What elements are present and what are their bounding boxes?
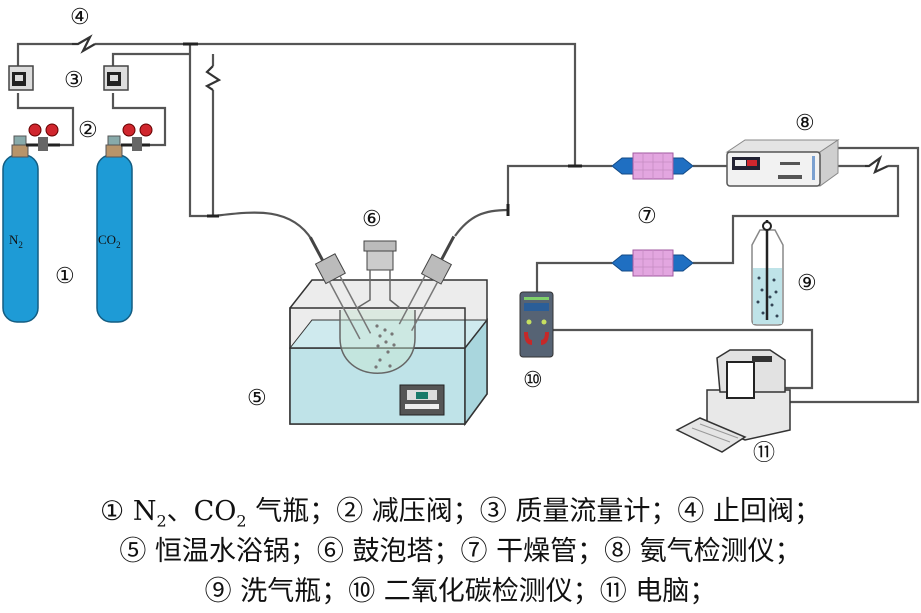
- label-7: ⑦: [637, 204, 657, 229]
- legend-item-2: ② 减压阀；: [336, 496, 480, 527]
- pipe-outlet-up: [506, 164, 612, 210]
- pipe-analyzer-pc: [790, 146, 920, 404]
- gas-lines: [16, 42, 920, 404]
- co2-label: CO2: [98, 232, 121, 250]
- check-valve-icon: [72, 34, 889, 175]
- legend-item-6: ⑥ 鼓泡塔；: [316, 536, 461, 567]
- caption-line-1: ① N2、CO2 气瓶；② 减压阀；③ 质量流量计；④ 止回阀；: [0, 492, 921, 541]
- legend-item-3: ③ 质量流量计；: [479, 496, 678, 527]
- label-4: ④: [70, 5, 90, 30]
- pipe-wash-dryer2: [693, 214, 738, 265]
- component-labels: ④ ③ ② ① ⑤ ⑥ ⑦ ⑧ ⑨ ⑩ ⑪: [55, 5, 817, 466]
- label-8: ⑧: [795, 111, 815, 136]
- legend-item-8: ⑧ 氨气检测仪；: [604, 536, 802, 567]
- pipe-n2: [16, 42, 577, 165]
- pipe-inlet-drop: [188, 44, 215, 218]
- legend-item-10: ⑩ 二氧化碳检测仪；: [348, 576, 600, 607]
- label-6: ⑥: [362, 207, 382, 232]
- legend-item-9: ⑨ 洗气瓶；: [204, 576, 349, 607]
- label-10: ⑩: [523, 368, 543, 393]
- co2-detector: [519, 291, 554, 358]
- caption-line-3: ⑨ 洗气瓶；⑩ 二氧化碳检测仪；⑪ 电脑；: [0, 572, 921, 612]
- label-11: ⑪: [753, 441, 775, 466]
- pressure-regulator-icon: [26, 123, 153, 151]
- experimental-setup-diagram: N2 CO2: [2, 5, 920, 466]
- label-1: ①: [55, 264, 75, 289]
- pipe-outlet-curve: [454, 208, 509, 237]
- label-3: ③: [64, 68, 84, 93]
- bubbling-column: [309, 235, 456, 374]
- computer-icon: [675, 349, 791, 453]
- n2-label: N2: [9, 232, 23, 250]
- legend-item-5: ⑤ 恒温水浴锅；: [119, 536, 317, 567]
- label-5: ⑤: [247, 386, 267, 411]
- legend-item-1: ① N2、CO2 气瓶；: [100, 496, 337, 531]
- mass-flow-controller-icon: [8, 65, 129, 91]
- drying-tube-2: [611, 249, 694, 277]
- label-9: ⑨: [797, 271, 817, 296]
- pipe-co2det-pc: [553, 328, 814, 390]
- n2-cylinder: N2: [2, 135, 39, 323]
- pipe-analyzer-wash: [738, 164, 900, 218]
- label-2: ②: [78, 118, 98, 143]
- pipe-dryer2-co2det: [535, 261, 612, 292]
- co2-cylinder: CO2: [96, 135, 133, 323]
- legend-item-11: ⑪ 电脑；: [599, 576, 717, 607]
- gas-washing-bottle: [751, 220, 784, 326]
- pipe-co2: [111, 52, 190, 147]
- drying-tube-1: [611, 152, 694, 180]
- pipe-inlet-curve: [212, 211, 313, 241]
- legend-item-7: ⑦ 干燥管；: [460, 536, 605, 567]
- ammonia-analyzer: [725, 139, 840, 187]
- legend-item-4: ④ 止回阀；: [677, 496, 821, 527]
- junctions: [183, 42, 582, 218]
- caption-line-2: ⑤ 恒温水浴锅；⑥ 鼓泡塔；⑦ 干燥管；⑧ 氨气检测仪；: [0, 532, 921, 572]
